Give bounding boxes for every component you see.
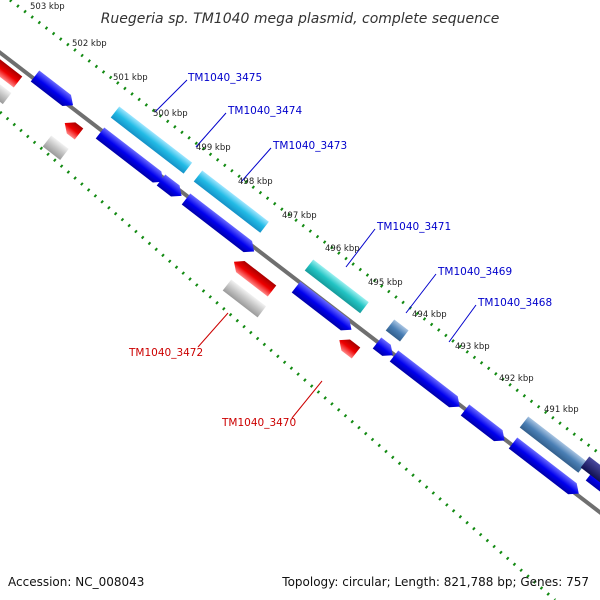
gene-arrow-TM1040_3472[interactable] (230, 256, 277, 297)
feature-steel-large[interactable] (519, 416, 587, 473)
scale-label: 502 kbp (72, 39, 107, 49)
gene-label-TM1040_3475[interactable]: TM1040_3475 (187, 72, 262, 84)
leader-line-3471 (345, 228, 376, 268)
inner-tick-track (0, 110, 556, 600)
gene-arrow-reverse-edge[interactable] (0, 53, 23, 88)
scale-label: 501 kbp (113, 73, 148, 83)
gene-label-TM1040_3469[interactable]: TM1040_3469 (437, 266, 512, 278)
scale-label: 497 kbp (282, 211, 317, 221)
map-title: Ruegeria sp. TM1040 mega plasmid, comple… (101, 11, 500, 27)
leader-line-3470 (291, 380, 323, 419)
gene-label-TM1040_3471[interactable]: TM1040_3471 (376, 221, 451, 233)
scale-label: 499 kbp (196, 143, 231, 153)
scale-label: 492 kbp (499, 374, 534, 384)
leader-line-3474 (195, 112, 227, 148)
gene-arrow-TM1040_3469[interactable] (389, 350, 464, 412)
grey-features (0, 84, 267, 318)
feature-steel-small[interactable] (385, 319, 409, 342)
leader-line-3475 (154, 79, 188, 113)
gene-arrow-TM1040_3468[interactable] (460, 404, 509, 446)
scale-label: 493 kbp (455, 342, 490, 352)
scale-labels: 503 kbp 502 kbp 501 kbp 500 kbp 499 kbp … (30, 2, 579, 415)
forward-strand-genes (30, 70, 600, 505)
gene-arrow-TM1040_3473[interactable] (181, 193, 259, 257)
leader-line-3469 (405, 273, 437, 314)
gene-arrow-small-2[interactable] (372, 337, 397, 360)
gene-arrow-TM1040_3475[interactable] (30, 70, 78, 110)
label-leader-lines (154, 79, 477, 419)
reverse-strand-genes (0, 53, 361, 359)
outer-tick-track (9, 0, 600, 456)
leader-line-3473 (240, 147, 272, 183)
scale-label: 500 kbp (153, 109, 188, 119)
accession-text: Accession: NC_008043 (8, 575, 144, 589)
feature-grey-small[interactable] (42, 135, 69, 160)
scale-label: 494 kbp (412, 310, 447, 320)
feature-grey-pseudo[interactable] (222, 279, 267, 318)
feature-grey-edge[interactable] (0, 84, 12, 105)
gene-arrow-TM1040_3470[interactable] (335, 335, 361, 359)
feature-navy[interactable] (580, 456, 600, 486)
gene-label-TM1040_3472[interactable]: TM1040_3472 (128, 347, 203, 359)
gene-arrow-TM1040_3474[interactable] (95, 127, 168, 187)
gene-label-TM1040_3468[interactable]: TM1040_3468 (477, 297, 552, 309)
leader-line-3468 (448, 304, 477, 343)
gene-arrow-large-1[interactable] (508, 437, 583, 499)
scale-label: 496 kbp (325, 244, 360, 254)
feature-cyan-2[interactable] (193, 170, 269, 233)
scale-label: 491 kbp (544, 405, 579, 415)
scale-label: 495 kbp (368, 278, 403, 288)
scale-label: 503 kbp (30, 2, 65, 12)
sequence-summary-text: Topology: circular; Length: 821,788 bp; … (281, 575, 589, 589)
gene-arrow-TM1040_3471[interactable] (291, 281, 356, 335)
outer-features (110, 106, 600, 486)
gene-arrow-small-1[interactable] (156, 174, 186, 201)
gene-label-TM1040_3474[interactable]: TM1040_3474 (227, 105, 302, 117)
scale-label: 498 kbp (238, 177, 273, 187)
leader-line-3472 (197, 312, 229, 348)
gene-label-TM1040_3470[interactable]: TM1040_3470 (221, 417, 296, 429)
gene-arrow-reverse-small[interactable] (60, 117, 84, 140)
gene-labels: TM1040_3475 TM1040_3474 TM1040_3473 TM10… (128, 72, 552, 429)
feature-teal[interactable] (304, 259, 369, 314)
feature-cyan-1[interactable] (110, 106, 193, 174)
gene-label-TM1040_3473[interactable]: TM1040_3473 (272, 140, 347, 152)
